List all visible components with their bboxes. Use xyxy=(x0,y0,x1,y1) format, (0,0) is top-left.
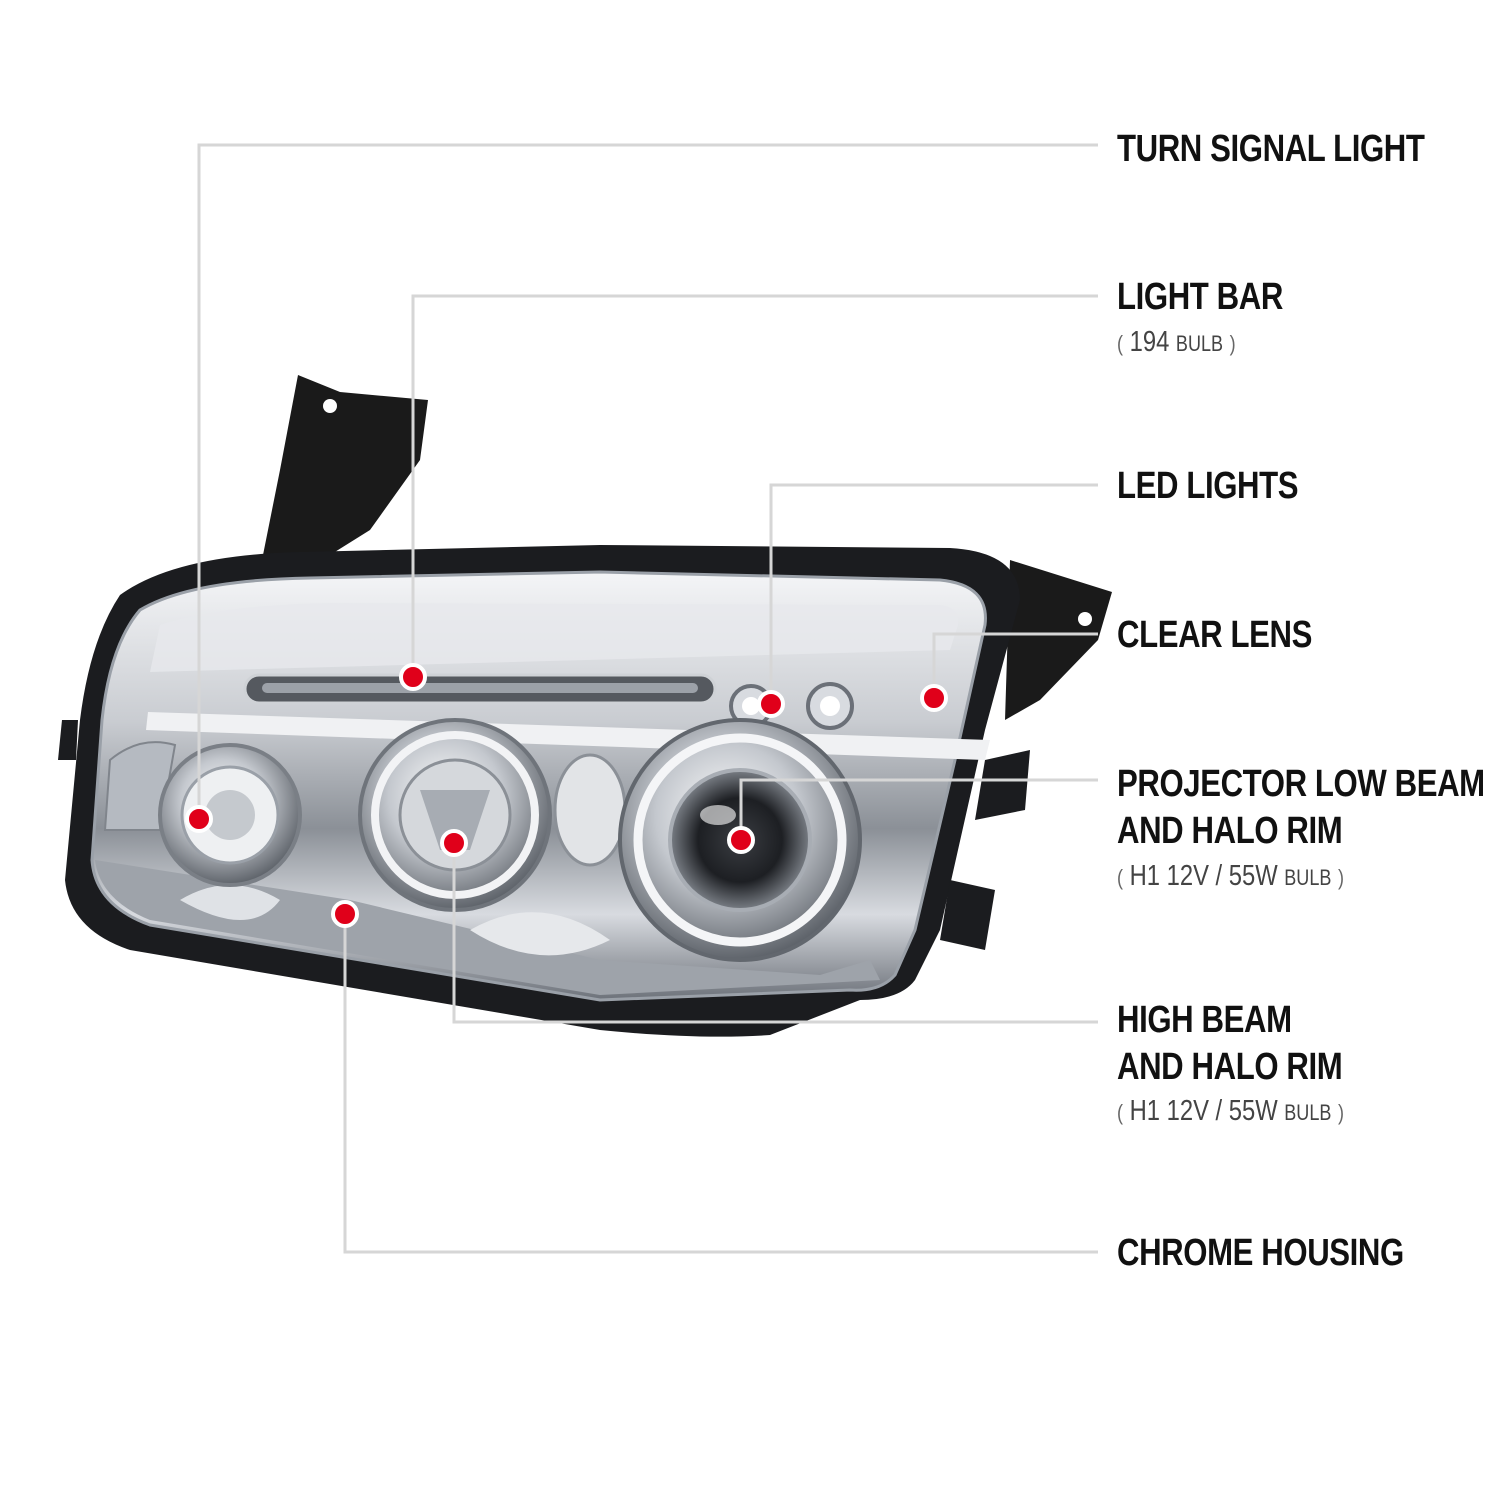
leader-chrome-housing xyxy=(343,914,1098,1254)
spec-unit: BULB xyxy=(1284,1100,1332,1125)
marker-high-beam xyxy=(440,829,468,857)
label-turn-signal-light: TURN SIGNAL LIGHT xyxy=(1117,128,1425,170)
leader-light-bar xyxy=(411,294,1098,677)
leader-low-beam xyxy=(739,778,1098,840)
label-led-lights: LED LIGHTS xyxy=(1117,465,1299,507)
spec-open-paren: ( xyxy=(1117,865,1124,890)
marker-chrome-housing xyxy=(331,900,359,928)
label-projector-low-beam: PROJECTOR LOW BEAM xyxy=(1117,763,1485,805)
spec-high-beam: ( H1 12V / 55W BULB ) xyxy=(1117,1094,1344,1130)
label-chrome-housing: CHROME HOUSING xyxy=(1117,1232,1404,1274)
spec-unit: BULB xyxy=(1175,331,1224,356)
label-light-bar: LIGHT BAR xyxy=(1117,276,1283,318)
marker-light-bar xyxy=(399,663,427,691)
label-clear-lens: CLEAR LENS xyxy=(1117,614,1312,656)
leader-turn-signal xyxy=(197,143,1098,819)
spec-unit: BULB xyxy=(1284,865,1332,890)
spec-close-paren: ) xyxy=(1338,865,1345,890)
label-high-beam: HIGH BEAM xyxy=(1117,999,1292,1041)
marker-turn-signal xyxy=(185,805,213,833)
leader-high-beam xyxy=(452,843,1098,1024)
marker-clear-lens xyxy=(920,684,948,712)
spec-close-paren: ) xyxy=(1229,331,1236,356)
spec-value: H1 12V / 55W xyxy=(1129,1095,1278,1127)
marker-led-lights xyxy=(757,690,785,718)
spec-open-paren: ( xyxy=(1117,1100,1124,1125)
leader-led-lights xyxy=(769,483,1098,704)
spec-projector-low-beam: ( H1 12V / 55W BULB ) xyxy=(1117,859,1344,895)
spec-value: 194 xyxy=(1129,326,1170,358)
leader-clear-lens xyxy=(932,632,1098,698)
label-projector-halo-rim: AND HALO RIM xyxy=(1117,810,1343,852)
spec-value: H1 12V / 55W xyxy=(1129,860,1278,892)
spec-light-bar: ( 194 BULB ) xyxy=(1117,325,1236,361)
side-bracket xyxy=(1005,560,1112,720)
spec-open-paren: ( xyxy=(1117,331,1124,356)
label-high-beam-halo-rim: AND HALO RIM xyxy=(1117,1046,1343,1088)
mounting-bracket xyxy=(262,375,428,560)
spec-close-paren: ) xyxy=(1338,1100,1345,1125)
marker-low-beam xyxy=(727,826,755,854)
